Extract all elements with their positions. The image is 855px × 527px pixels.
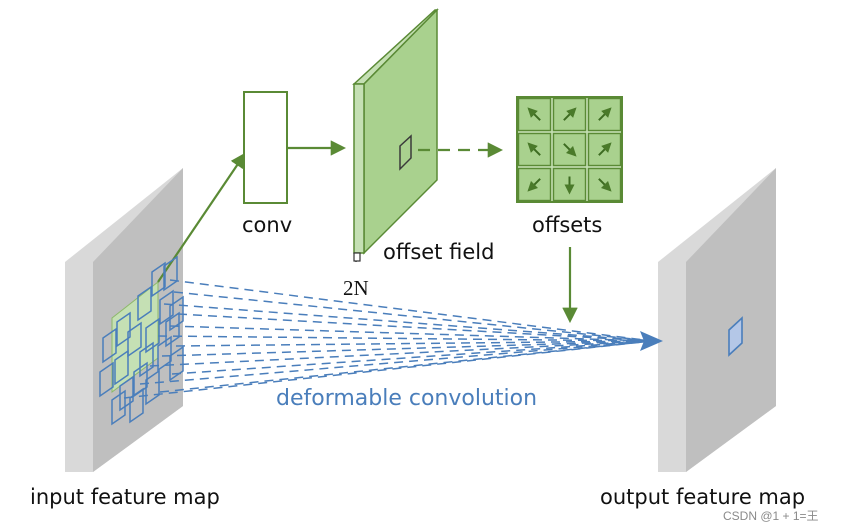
input-feature-map-label: input feature map <box>30 485 220 509</box>
conv-label: conv <box>242 213 292 237</box>
sampling-square <box>102 327 117 364</box>
projection-line <box>175 340 653 347</box>
projection-line <box>169 279 653 342</box>
arrow-se-icon <box>563 143 577 157</box>
sampling-square <box>116 311 131 348</box>
offset-field <box>352 8 439 262</box>
output-feature-map-label: output feature map <box>600 485 805 509</box>
projection-line <box>123 340 653 399</box>
deformable-convolution-label: deformable convolution <box>276 386 537 411</box>
two-n-label: 2N <box>343 276 369 300</box>
output-cell <box>728 316 743 357</box>
arrow-nw-icon <box>527 107 541 121</box>
sampling-square <box>111 389 126 426</box>
input-feature-map <box>65 152 246 472</box>
arrow-ne-icon <box>598 107 612 121</box>
output-map-front <box>686 168 776 472</box>
projection-line <box>173 291 653 342</box>
deformable-projection-lines <box>123 279 653 399</box>
projection-line <box>149 340 653 367</box>
projection-line <box>157 335 653 342</box>
sampling-square <box>151 261 166 298</box>
watermark: CSDN @1 + 1=王 <box>723 509 819 523</box>
conv-box <box>243 91 288 204</box>
offset-field-label: offset field <box>383 240 494 264</box>
convergence-arrowhead <box>640 331 663 351</box>
sampling-square <box>114 349 129 386</box>
projection-line <box>163 303 653 342</box>
sampling-square <box>169 345 184 382</box>
projection-line <box>161 340 653 357</box>
arrow-ne-icon <box>598 142 612 156</box>
sampling-square <box>169 295 184 332</box>
projection-line <box>139 340 653 385</box>
offsets-label: offsets <box>532 213 602 237</box>
arrow-nw-icon <box>527 142 541 156</box>
projection-line <box>177 313 653 342</box>
sampling-square <box>137 285 152 322</box>
two-n-marker <box>353 252 361 262</box>
sampling-square <box>133 361 148 398</box>
sampling-locations <box>99 255 184 426</box>
sampling-square <box>119 375 134 412</box>
projection-line <box>159 340 653 393</box>
output-feature-map <box>658 168 776 472</box>
projection-line <box>169 325 653 342</box>
sampling-square <box>99 361 114 398</box>
offset-field-front <box>363 8 438 255</box>
offset-field-cell <box>399 134 412 171</box>
offset-field-side <box>353 83 365 254</box>
sampling-square <box>159 289 174 326</box>
arrow-se-icon <box>598 178 612 192</box>
sampling-square <box>145 317 160 354</box>
offsets-grid <box>516 96 623 203</box>
sampling-square <box>127 321 142 358</box>
sampling-square <box>165 311 180 348</box>
arrow-ne-icon <box>563 107 577 121</box>
arrow-sw-icon <box>527 178 541 192</box>
projection-line <box>171 340 653 375</box>
offset-cell <box>587 167 622 202</box>
